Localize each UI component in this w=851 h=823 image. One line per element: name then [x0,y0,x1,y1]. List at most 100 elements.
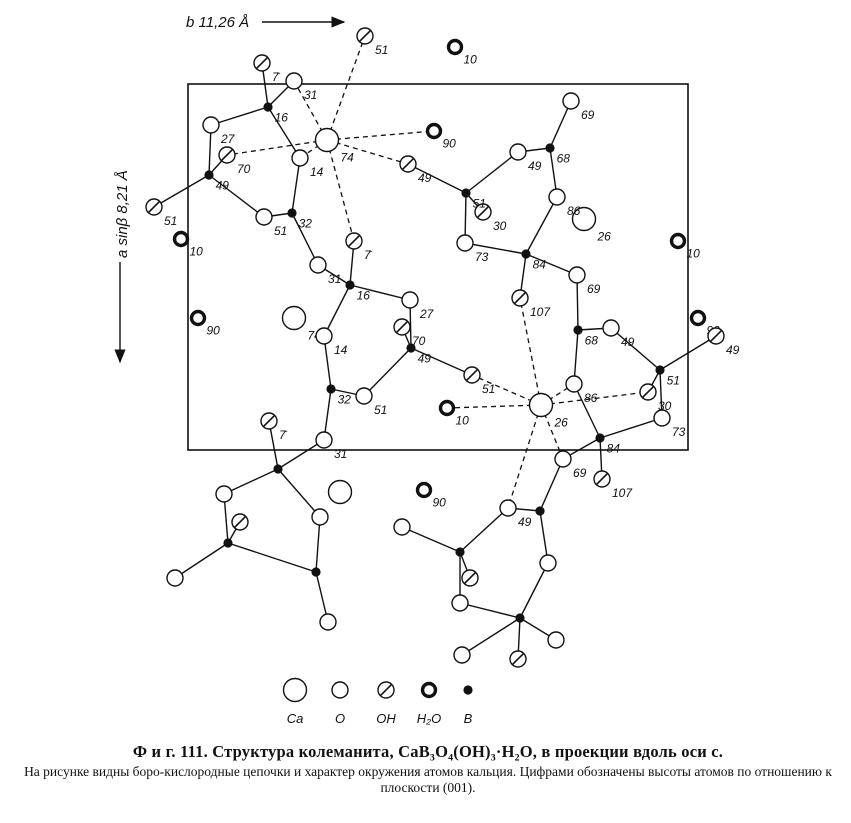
atom-height-label: 31 [328,272,341,286]
atom-oh [260,412,278,430]
atom-height-label: 49 [621,335,635,349]
atom-height-label: 16 [357,289,371,303]
a-axis: a sinβ 8,21 Å [114,170,131,364]
atom-b [521,249,531,259]
atom-height-label: 73 [672,425,686,439]
atom-h2o [446,38,464,56]
atoms-layer: 7426742610901090109010903127145131271451… [145,27,740,668]
legend-symbol-h2o [420,681,438,699]
atom-b [311,567,321,577]
legend-symbol-ca [282,677,308,703]
legend-label-b: B [464,711,473,726]
atom-height-label: 51 [274,224,287,238]
atom-height-label: 51 [375,43,388,57]
b-axis: b 11,26 Å [186,14,346,31]
atom-height-label: 73 [475,250,489,264]
atom-height-label: 69 [573,466,587,480]
atom-height-label: 86 [567,204,581,218]
legend-label-oh: OH [376,711,396,726]
atom-height-label: 32 [338,393,352,407]
atom-height-label: 49 [528,159,542,173]
a-axis-label: a sinβ 8,21 Å [114,170,131,258]
atom-oh [593,470,611,488]
atom-b [573,325,583,335]
atom-height-label: 107 [612,486,633,500]
atom-oh [463,366,481,384]
atom-height-label: 14 [334,343,348,357]
atom-b [263,102,273,112]
legend-symbol-oh [377,681,395,699]
figure-caption: Ф и г. 111. Структура колеманита, CaB₃O₄… [10,742,846,796]
atom-height-label: 30 [493,219,507,233]
atom-height-label: 27 [220,132,236,146]
atom-height-label: 49 [726,343,740,357]
atom-height-label: 7̄ [279,428,288,442]
atom-height-label: 70 [237,162,251,176]
atom-b [223,538,233,548]
atom-b [455,547,465,557]
atom-oh [639,383,657,401]
atom-oh [393,318,411,336]
atom-b [545,143,555,153]
atom-h2o [689,309,707,327]
atom-height-label: 16 [275,111,289,125]
atom-b [535,506,545,516]
atom-oh [145,198,163,216]
atom-o [554,450,572,468]
atom-height-label: 51 [482,382,495,396]
bond-lines [153,62,717,660]
atom-height-label: 7̄ [364,248,373,262]
legend-label-o: O [335,711,345,726]
atom-o [355,387,373,405]
atom-o [291,149,309,167]
atom-b [515,613,525,623]
atom-b [345,280,355,290]
atom-height-label: 90 [207,324,221,338]
atom-oh [356,27,374,45]
atom-ca [281,305,307,331]
atom-ca [314,127,340,153]
atom-o [602,319,620,337]
atom-h2o [415,481,433,499]
atom-h2o [172,230,190,248]
atom-o [166,569,184,587]
atom-o [499,499,517,517]
atom-b [461,188,471,198]
atom-oh [474,203,492,221]
atom-height-label: 90 [433,496,447,510]
atom-ca [327,479,353,505]
atom-o [509,143,527,161]
caption-body: На рисунке видны боро-кислородные цепочк… [24,764,832,795]
atom-height-label: 69 [581,108,595,122]
atom-height-label: 32 [299,217,313,231]
atom-o [453,646,471,664]
atom-height-label: 107 [530,305,551,319]
atom-height-label: 27 [419,307,435,321]
atom-height-label: 90 [443,137,457,151]
atom-height-label: 7̄ [272,70,281,84]
atom-height-label: 86 [584,391,598,405]
legend-symbol-o [331,681,349,699]
atom-oh [509,650,527,668]
atom-height-label: 84 [533,258,547,272]
legend-label-h2o: H₂O [417,711,441,726]
atom-oh [218,146,236,164]
atom-b [287,208,297,218]
atom-o [311,508,329,526]
atom-o [539,554,557,572]
atom-o [202,116,220,134]
atom-height-label: 26 [554,416,569,430]
atom-b [204,170,214,180]
atom-height-label: 68 [585,334,599,348]
atom-oh [231,513,249,531]
atom-o [451,594,469,612]
atom-oh [345,232,363,250]
atom-height-label: 14 [310,165,324,179]
atom-height-label: 49 [418,171,432,185]
atom-o [547,631,565,649]
atom-oh [399,155,417,173]
atom-h2o [438,399,456,417]
atom-height-label: 49 [518,515,532,529]
atom-oh [461,569,479,587]
atom-height-label: 70 [412,334,426,348]
